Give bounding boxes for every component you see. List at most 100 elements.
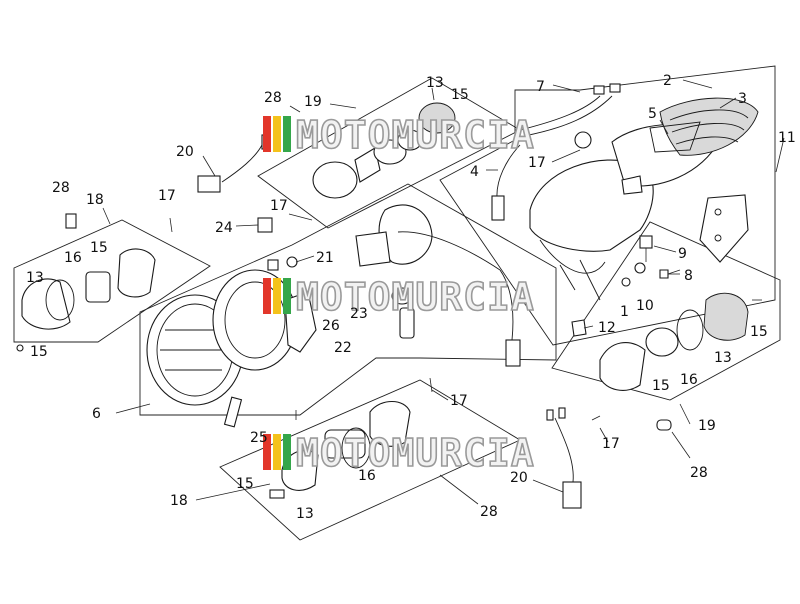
nut-1 [621,277,631,287]
left-indicator-group-outline [13,219,211,343]
callout-20-top: 20 [176,144,194,160]
callout-15-top: 15 [451,87,469,103]
clip-21a [267,259,279,271]
right-indicator-assembly [591,292,762,431]
gasket-16-right [676,309,704,351]
washer-10 [634,262,646,274]
callout-17-right: 17 [602,436,620,452]
callout-14-left: 15 [90,240,108,256]
bulb-14-top [373,139,407,165]
headlamp-reflector [224,281,286,359]
watermark-middle: MOTOMURCIA [263,274,535,320]
bulb-14-right [645,327,679,357]
reflector-5 [649,121,701,153]
callout-21: 21 [316,250,334,266]
bulb-holder-26 [355,231,391,267]
watermark-bottom: MOTOMURCIA [263,430,535,476]
bulb-14-bottom [324,429,366,459]
callout-28-right: 28 [690,465,708,481]
callout-17-mid: 17 [270,198,288,214]
indicator-body-left [117,248,156,298]
callout-10: 10 [636,298,654,314]
connector-20-top [197,175,221,193]
cable-7 [519,95,613,137]
callout-25: 25 [250,430,268,446]
callout-19-top: 19 [304,94,322,110]
callout-18-bottom: 18 [170,493,188,509]
watermark-text-bottom: MOTOMURCIA [296,431,535,475]
watermark-stripe-yellow-2 [273,278,281,314]
bottom-indicator-group-outline [219,379,521,541]
harness-connector [505,339,521,367]
lens-pattern [160,329,228,371]
harness-20-wire [554,417,574,483]
harness-20-term-a [546,409,554,421]
callout-15-left: 15 [30,344,48,360]
bulb-28-left [65,213,77,229]
mudguard-strut [559,259,601,301]
connector-7b [609,83,621,93]
screw-17-right [591,415,601,421]
leader-lines [102,79,785,505]
watermark-top: MOTOMURCIA [263,112,535,158]
watermark-stripe-green-2 [283,278,291,314]
indicator-stalk-top [354,147,381,183]
watermark-stripe-green-3 [283,434,291,470]
watermark-stripe-green-1 [283,116,291,152]
watermark-stripe-yellow-3 [273,434,281,470]
bulb-28-right [656,419,672,431]
screw-15-bottom [269,489,285,499]
indicator-body-bottom [369,400,411,447]
harness-20-bottom [546,407,582,509]
callout-12: 12 [598,320,616,336]
grommet-24 [257,217,273,233]
callout-1: 1 [620,304,629,320]
screw-15-left [16,344,24,352]
right-indicator-group-outline [551,221,781,401]
bolt-9 [639,235,653,249]
top-indicator-assembly [197,102,456,199]
screw-17-bottom [429,377,433,393]
lens-ribs [669,109,749,145]
callout-13-left: 13 [26,270,44,286]
callout-15-bottom: 15 [236,476,254,492]
callout-11: 11 [778,130,796,146]
harness-20-connector [562,481,582,509]
watermark-stripe-red-1 [263,116,271,152]
left-indicator-assembly [16,213,173,352]
mudguard-lower-curve [539,239,606,274]
bracket-hole-2 [714,234,722,242]
bulb-23 [391,287,413,305]
callout-3: 3 [738,91,747,107]
callout-23: 23 [350,306,368,322]
callout-16-right: 16 [680,372,698,388]
callout-2: 2 [663,73,672,89]
callout-4: 4 [470,164,479,180]
bulb-22 [399,307,415,339]
bulb-27 [574,131,592,149]
connector-7a [593,85,605,95]
gasket-16-left [45,279,75,321]
callout-28-left: 28 [52,180,70,196]
callout-26: 26 [322,318,340,334]
callout-13-bottom: 13 [296,506,314,522]
bulb-socket [621,175,643,195]
callout-18-left: 18 [86,192,104,208]
watermark-stripe-yellow-1 [273,116,281,152]
callout-17-left: 17 [158,188,176,204]
screw-17-left [169,217,173,233]
gasket-16-bottom [341,427,371,469]
indicator-body-right [599,342,646,391]
adjuster-bolt [223,396,243,428]
callout-8: 8 [684,268,693,284]
grommet-12 [571,319,587,337]
callout-16-bottom: 16 [358,468,376,484]
bracket-hole-1 [714,208,722,216]
bulb-14-left [85,271,111,303]
callout-17-bottom: 17 [450,393,468,409]
callout-16-left: 16 [64,250,82,266]
headlamp-group-outline [139,183,557,416]
cable-20-top [221,144,263,183]
